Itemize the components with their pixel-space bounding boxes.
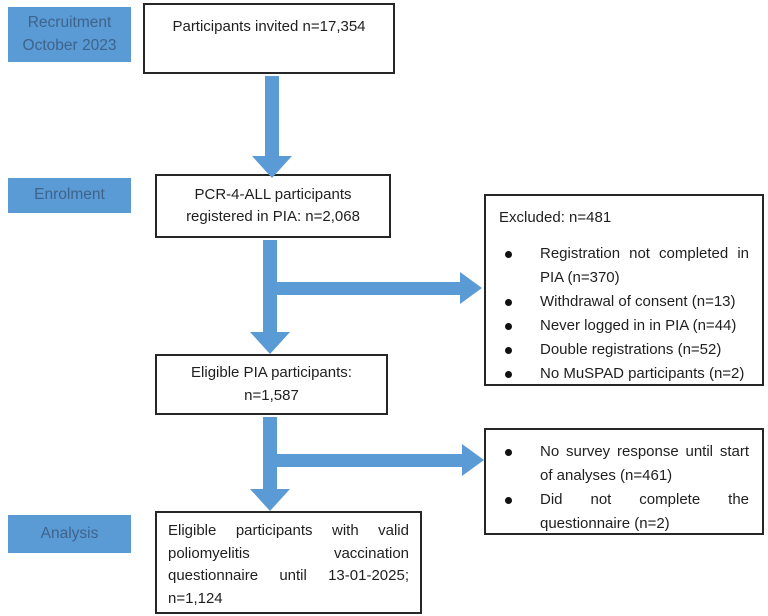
arrow-down-head-icon <box>250 332 290 354</box>
exclusion-item: Did not complete the questionnaire (n=2) <box>499 488 749 536</box>
flow-box-eligible: Eligible PIA participants: n=1,587 <box>155 354 388 415</box>
arrow-down-head-icon <box>250 489 290 511</box>
exclusion-item: No survey response until start of analys… <box>499 440 749 488</box>
arrow-right-head-icon <box>462 444 484 476</box>
exclusion-list: Registration not completed in PIA (n=370… <box>499 242 749 386</box>
flow-box-final-analysis: Eligible participants with valid poliomy… <box>155 511 422 614</box>
exclusion-title: Excluded: n=481 <box>499 209 612 226</box>
exclusion-item: Double registrations (n=52) <box>499 338 749 362</box>
arrow-down-icon <box>263 417 277 490</box>
exclusion-item: Withdrawal of consent (n=13) <box>499 290 749 314</box>
exclusion-box-analysis: No survey response until start of analys… <box>484 428 764 535</box>
stage-label-recruitment: Recruitment October 2023 <box>8 7 131 62</box>
stage-label-enrolment: Enrolment <box>8 178 131 213</box>
flow-box-registered: PCR-4-ALL participants registered in PIA… <box>155 174 391 238</box>
exclusion-item: No MuSPAD participants (n=2) <box>499 362 749 386</box>
arrow-down-icon <box>265 76 279 157</box>
exclusion-box-enrolment: Excluded: n=481 Registration not complet… <box>484 194 764 386</box>
arrow-right-icon <box>272 282 460 295</box>
exclusion-item: Never logged in in PIA (n=44) <box>499 314 749 338</box>
arrow-right-icon <box>272 454 462 467</box>
exclusion-list: No survey response until start of analys… <box>499 440 749 536</box>
stage-label-analysis: Analysis <box>8 515 131 553</box>
arrow-right-head-icon <box>460 272 482 304</box>
arrow-down-icon <box>263 240 277 333</box>
exclusion-item: Registration not completed in PIA (n=370… <box>499 242 749 290</box>
arrow-down-head-icon <box>252 156 292 178</box>
flow-box-invited: Participants invited n=17,354 <box>143 3 395 74</box>
